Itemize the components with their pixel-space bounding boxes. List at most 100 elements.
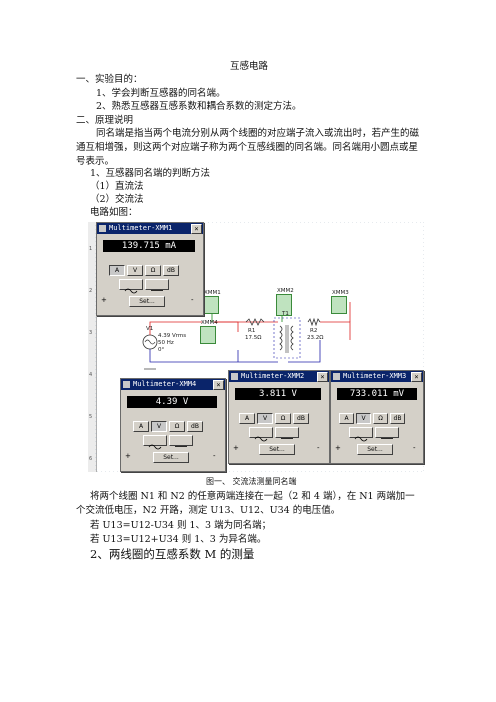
source-voltage: 4.39 Vrms (158, 333, 187, 339)
xmm3-symbol[interactable] (331, 296, 347, 314)
purpose-item-1: 1、学会判断互感器的同名端。 (96, 88, 226, 99)
dc-mode-button[interactable] (275, 427, 299, 439)
multimeter-title: Multimeter-XMM4 (133, 380, 197, 388)
xmm4-label: XMM4 (201, 320, 218, 326)
multimeter-app-icon (123, 381, 130, 388)
plus-terminal[interactable]: + (125, 452, 131, 460)
set-button[interactable]: Set... (357, 444, 393, 455)
method-ac: （2）交流法 (90, 194, 144, 205)
dc-line-icon (381, 438, 393, 439)
close-icon[interactable]: × (191, 224, 202, 234)
xmm1-symbol[interactable] (203, 296, 219, 314)
ac-mode-button[interactable] (249, 427, 273, 442)
r2-name: R2 (310, 328, 318, 334)
multimeter-title: Multimeter-XMM1 (109, 224, 173, 232)
source-name: V1 (146, 326, 154, 332)
ruler-mark: 3 (89, 330, 93, 336)
r2-value: 23.2Ω (307, 335, 324, 341)
ohmmeter-button[interactable]: Ω (169, 421, 185, 432)
minus-terminal[interactable]: - (191, 296, 194, 304)
voltmeter-button[interactable]: V (356, 413, 371, 424)
set-button[interactable]: Set... (259, 444, 295, 455)
multimeter-title-bar[interactable]: Multimeter-XMM3 × (331, 371, 423, 382)
ruler-mark: 4 (89, 372, 93, 378)
set-button[interactable]: Set... (153, 452, 189, 463)
dc-mode-button[interactable] (375, 427, 399, 439)
meter-reading: 4.39 V (127, 396, 217, 408)
multimeter-title-bar[interactable]: Multimeter-XMM1 × (97, 223, 203, 234)
dc-mode-button[interactable] (169, 435, 193, 447)
multimeter-app-icon (333, 373, 340, 380)
ac-mode-button[interactable] (349, 427, 373, 442)
r1-value: 17.5Ω (245, 335, 262, 341)
ohmmeter-button[interactable]: Ω (145, 265, 161, 276)
meter-reading: 139.715 mA (103, 240, 195, 252)
r1-name: R1 (248, 328, 256, 334)
transformer-label: T1 (282, 311, 289, 317)
ruler-mark: 5 (89, 414, 93, 420)
dc-mode-button[interactable] (145, 279, 169, 291)
sine-wave-icon (124, 288, 138, 294)
ammeter-button[interactable]: A (239, 413, 255, 424)
section-heading-principle: 二、原理说明 (76, 115, 134, 126)
ruler-mark: 2 (89, 288, 93, 294)
dc-line-icon (281, 438, 293, 439)
multimeter-app-icon (231, 373, 238, 380)
sine-wave-icon (354, 436, 368, 442)
decibel-button[interactable]: dB (293, 413, 309, 424)
set-button[interactable]: Set... (129, 296, 165, 307)
minus-terminal[interactable]: - (317, 444, 320, 452)
dc-line-icon (151, 290, 163, 291)
section-heading-mutual-inductance: 2、两线圈的互感系数 M 的测量 (90, 547, 255, 561)
method-dc: （1）直流法 (90, 181, 144, 192)
purpose-item-2: 2、熟悉互感器互感系数和耦合系数的测定方法。 (96, 101, 302, 112)
xmm2-symbol[interactable] (276, 294, 292, 316)
multimeter-xmm4-window[interactable]: Multimeter-XMM4 × 4.39 V A V Ω dB + - Set… (120, 378, 226, 472)
minus-terminal[interactable]: - (213, 452, 216, 460)
plus-terminal[interactable]: + (233, 444, 239, 452)
ammeter-button[interactable]: A (133, 421, 149, 432)
decibel-button[interactable]: dB (163, 265, 179, 276)
minus-terminal[interactable]: - (413, 444, 416, 452)
multimeter-title: Multimeter-XMM3 (343, 372, 407, 380)
procedure-paragraph: 将两个线圈 N1 和 N2 的任意两端连接在一起（2 和 4 端），在 N1 两… (76, 491, 415, 516)
multimeter-app-icon (99, 225, 106, 232)
principle-paragraph: 同名端是指当两个电流分别从两个线圈的对应端子流入或流出时，若产生的磁通互相增强，… (76, 128, 420, 167)
voltmeter-button[interactable]: V (127, 265, 143, 276)
voltmeter-button[interactable]: V (151, 421, 167, 432)
ammeter-button[interactable]: A (339, 413, 354, 424)
figure-caption: 图一、 交流法测量同名端 (206, 477, 297, 486)
page-title: 互感电路 (230, 61, 269, 72)
sine-wave-icon (254, 436, 268, 442)
condition-same-terminal: 若 U13=U12-U34 则 1、3 端为同名端； (90, 520, 272, 531)
xmm3-label: XMM3 (332, 290, 349, 296)
multimeter-xmm2-window[interactable]: Multimeter-XMM2× 3.811 V A V Ω dB + - Se… (228, 370, 330, 464)
multimeter-xmm3-window[interactable]: Multimeter-XMM3 × 733.011 mV A V Ω dB + -… (330, 370, 424, 464)
decibel-button[interactable]: dB (390, 413, 405, 424)
ohmmeter-button[interactable]: Ω (275, 413, 291, 424)
close-icon[interactable]: × (317, 372, 328, 382)
multimeter-title-bar[interactable]: Multimeter-XMM2 × (229, 371, 329, 382)
ruler-mark: 6 (89, 456, 93, 462)
multimeter-xmm1-window[interactable]: Multimeter-XMM1 × 139.715 mA A V Ω dB + -… (96, 222, 204, 316)
ohmmeter-button[interactable]: Ω (373, 413, 388, 424)
sine-wave-icon (148, 444, 162, 450)
condition-opposite-terminal: 若 U13=U12+U34 则 1、3 为异名端。 (90, 534, 267, 545)
section-heading-purpose: 一、实验目的： (76, 74, 143, 85)
xmm4-symbol[interactable] (200, 326, 216, 344)
close-icon[interactable]: × (411, 372, 422, 382)
plus-terminal[interactable]: + (335, 444, 341, 452)
ac-mode-button[interactable] (119, 279, 143, 294)
ammeter-button[interactable]: A (109, 265, 125, 276)
close-icon[interactable]: × (213, 380, 224, 390)
multimeter-title: Multimeter-XMM2 (241, 372, 305, 380)
meter-reading: 733.011 mV (337, 388, 417, 400)
circuit-figure: 1 2 3 4 5 6 (88, 222, 424, 472)
decibel-button[interactable]: dB (187, 421, 203, 432)
xmm1-label: XMM1 (204, 290, 221, 296)
ac-mode-button[interactable] (143, 435, 167, 450)
source-phase: 0° (158, 347, 165, 353)
plus-terminal[interactable]: + (101, 296, 107, 304)
multimeter-title-bar[interactable]: Multimeter-XMM4 × (121, 379, 225, 390)
voltmeter-button[interactable]: V (257, 413, 273, 424)
